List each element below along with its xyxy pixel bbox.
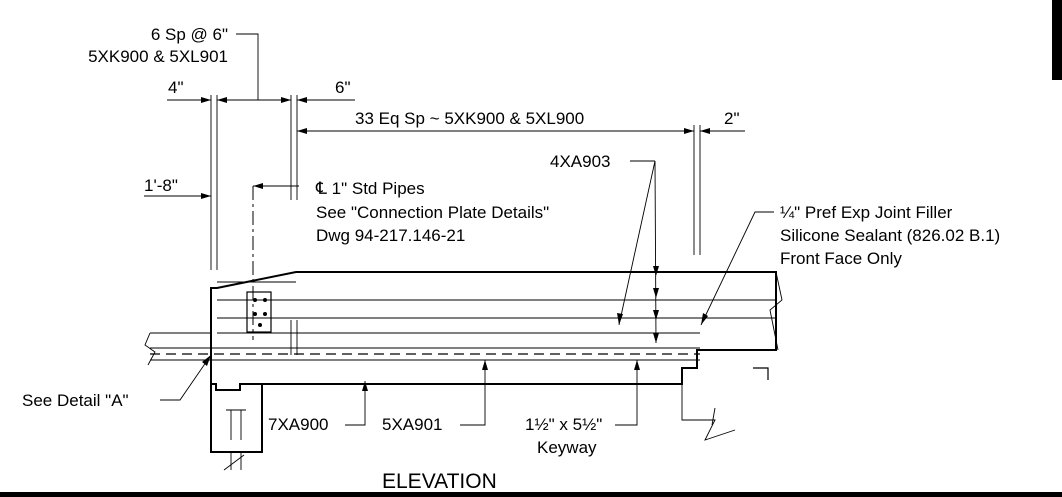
leader-arrow: [653, 333, 659, 343]
joint-note-1: ¼" Pref Exp Joint Filler: [780, 203, 953, 222]
leader-arrow: [362, 381, 368, 391]
bar-4xa903-note: 4XA903: [550, 152, 611, 171]
bolt-dot: [263, 312, 267, 316]
pipes-note-2: See "Connection Plate Details": [316, 203, 549, 222]
break-line: [144, 332, 156, 366]
dim-arrow: [201, 97, 211, 103]
dim-2in: 2": [724, 109, 740, 128]
detail-leader: [160, 354, 212, 401]
pier-outline: [210, 384, 263, 453]
keyway-note-2: Keyway: [537, 438, 597, 457]
leader: [615, 360, 638, 426]
dim-6in: 6": [335, 78, 351, 97]
dim-arrow: [281, 97, 291, 103]
girder-outline: [681, 384, 700, 421]
right-edge-mark: [1052, 0, 1062, 80]
spacing-bars-note: 5XK900 & 5XL901: [88, 47, 228, 66]
bolt-dot: [263, 298, 267, 302]
dim-arrow: [700, 128, 710, 134]
break-line: [700, 419, 736, 441]
dim-4in: 4": [168, 78, 184, 97]
leader-arrow: [482, 360, 488, 370]
detail-a-note: See Detail "A": [22, 391, 129, 410]
bar-7xa900-note: 7XA900: [268, 415, 329, 434]
bottom-border: [0, 492, 1062, 497]
leader-arrow: [617, 313, 623, 325]
leader: [345, 381, 366, 426]
connection-plate: [246, 291, 272, 333]
dim-span: 33 Eq Sp ~ 5XK900 & 5XL900: [355, 109, 584, 128]
leader-arrow: [634, 360, 640, 370]
pipes-note-3: Dwg 94-217.146-21: [316, 226, 465, 245]
dim-arrow: [201, 193, 211, 199]
break-line: [223, 454, 245, 471]
leader-arrow: [701, 313, 708, 325]
dim-arrow: [217, 97, 227, 103]
joint-note-2: Silicone Sealant (826.02 B.1): [780, 226, 1000, 245]
dim-arrow: [297, 97, 307, 103]
break-line: [769, 271, 783, 351]
spacing-note: 6 Sp @ 6": [151, 25, 228, 44]
bolt-dot: [258, 323, 262, 327]
bolt-dot: [253, 312, 257, 316]
dim-arrow: [684, 128, 694, 134]
spacing-leader: [236, 33, 259, 100]
dim-arrow: [297, 128, 307, 134]
break-line: [711, 407, 716, 426]
leader: [460, 360, 486, 426]
leader-arrow: [202, 355, 211, 366]
bolt-dot: [253, 298, 257, 302]
pipes-note-1: ℄ 1" Std Pipes: [315, 179, 425, 198]
leader-arrow: [653, 288, 659, 298]
dim-1ft8in: 1'-8": [144, 176, 178, 195]
dim-arrow: [253, 183, 263, 189]
pier-detail: [226, 409, 246, 440]
concrete-outline: [210, 271, 777, 391]
leader: [618, 160, 656, 326]
bar-5xa901-note: 5XA901: [382, 415, 443, 434]
keyway-note-1: 1½" x 5½": [525, 415, 602, 434]
joint-leader: [700, 211, 774, 326]
girder-outline: [753, 367, 769, 380]
drawing-title: ELEVATION: [382, 470, 497, 493]
joint-note-3: Front Face Only: [780, 249, 902, 268]
pier-detail: [230, 452, 242, 470]
leader-arrow: [653, 310, 659, 320]
